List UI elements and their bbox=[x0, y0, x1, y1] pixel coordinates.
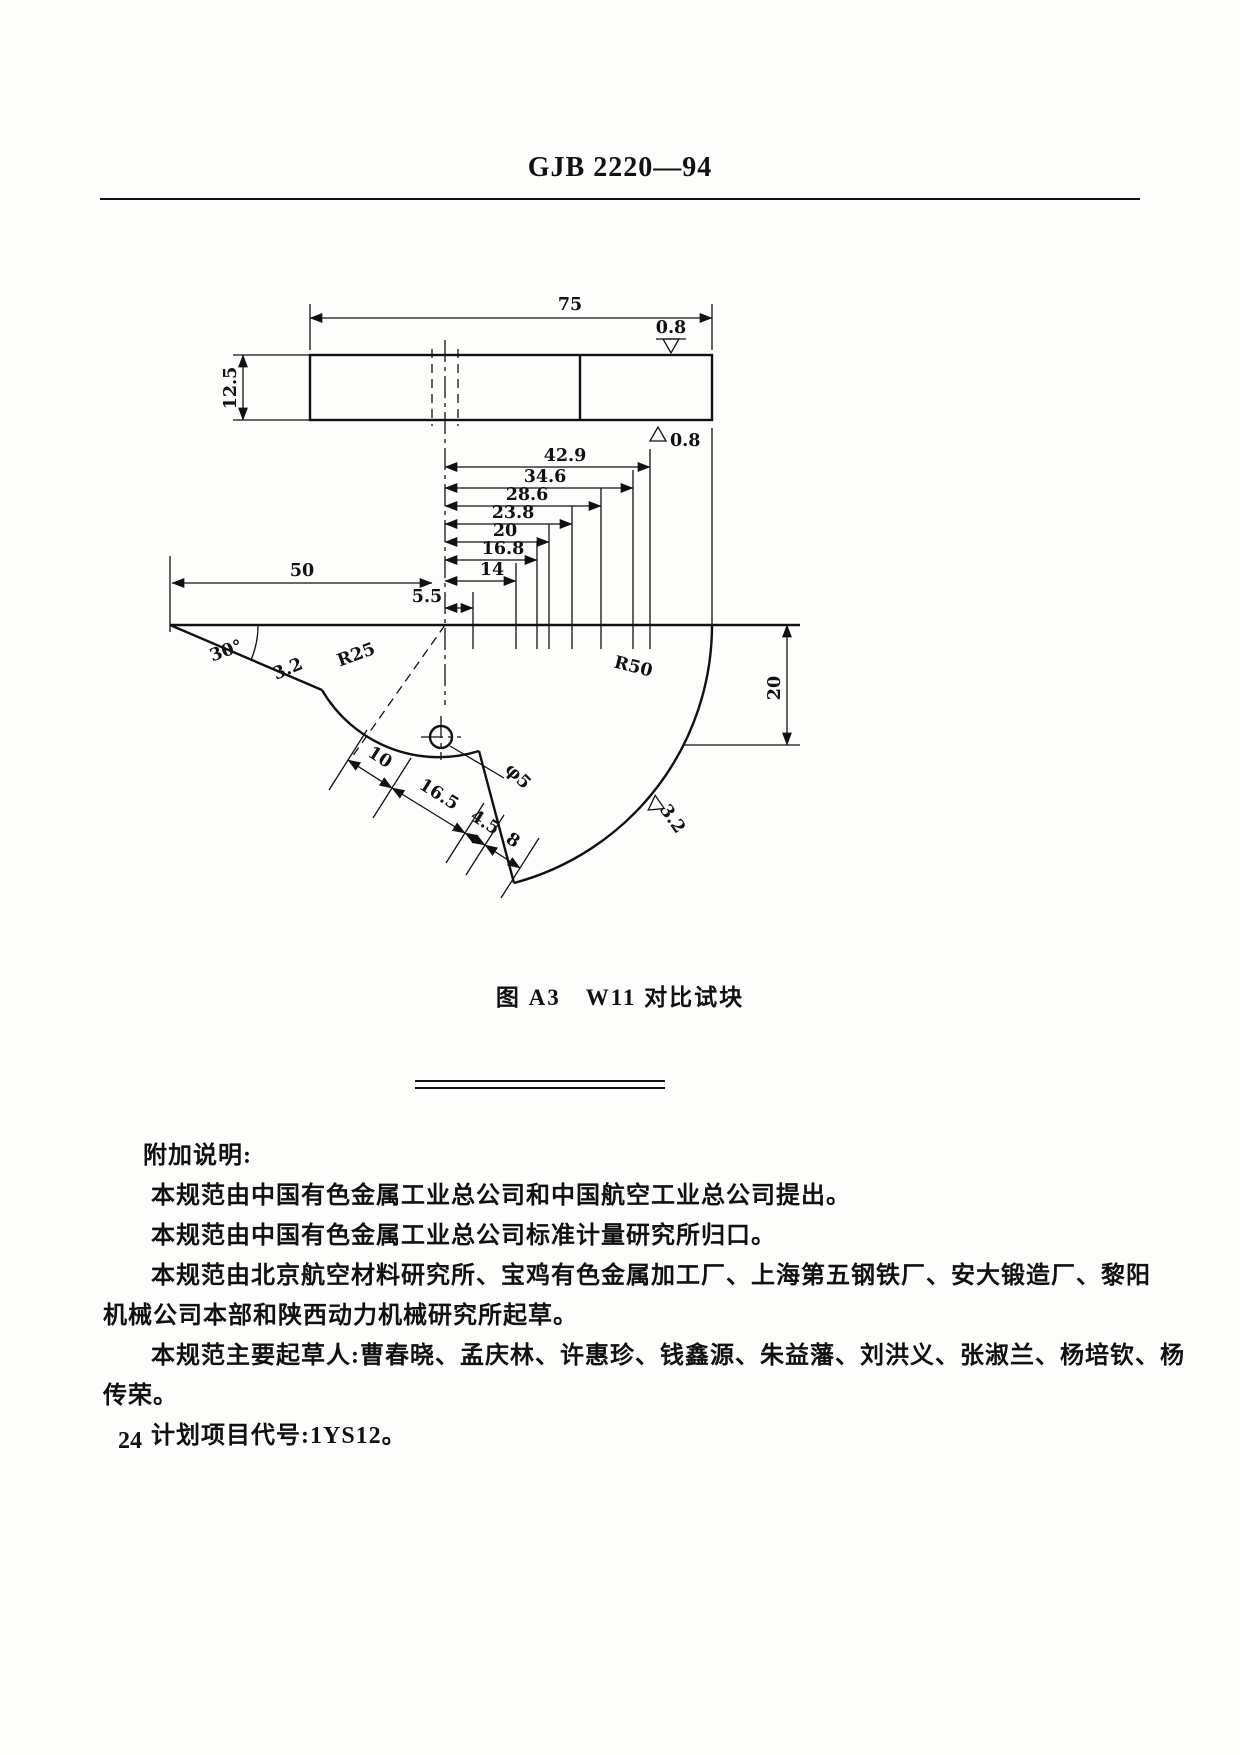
hole-leader-line bbox=[449, 745, 505, 779]
step-dim-label-20: 20 bbox=[493, 521, 517, 541]
additional-notes: 附加说明: 本规范由中国有色金属工业总公司和中国航空工业总公司提出。 本规范由中… bbox=[103, 1136, 1185, 1456]
dim-width-75 bbox=[309, 304, 713, 350]
radial-dashed-line bbox=[351, 624, 446, 758]
dim-thickness-12-5 bbox=[233, 354, 310, 421]
arc-roughness-label: 3.2 bbox=[655, 801, 689, 837]
dim-depth-label: 20 bbox=[765, 676, 785, 700]
top-view-outline bbox=[308, 349, 714, 426]
dim-left-50-label: 50 bbox=[290, 561, 314, 581]
notes-line: 本规范由北京航空材料研究所、宝鸡有色金属加工厂、上海第五钢铁厂、安大锻造厂、黎阳 bbox=[151, 1263, 1151, 1289]
step-dim-label-42-9: 42.9 bbox=[544, 446, 587, 466]
notes-line: 传荣。 bbox=[103, 1383, 178, 1409]
step-dim-label-23-8: 23.8 bbox=[492, 503, 535, 523]
bottom-dimension-lines bbox=[328, 729, 540, 899]
notes-line: 机械公司本部和陕西动力机械研究所起草。 bbox=[103, 1303, 578, 1329]
notes-line: 计划项目代号:1YS12。 bbox=[151, 1423, 407, 1449]
angle-label: 30° bbox=[207, 636, 245, 666]
standard-code: GJB 2220—94 bbox=[527, 152, 713, 183]
notes-line: 本规范主要起草人:曹春晓、孟庆林、许惠珍、钱鑫源、朱益藩、刘洪义、张淑兰、杨培钦… bbox=[151, 1343, 1185, 1369]
dim-width-label: 75 bbox=[558, 295, 582, 315]
technical-drawing: 75 12.5 0.8 0.8 bbox=[169, 295, 800, 899]
notes-heading: 附加说明: bbox=[143, 1143, 252, 1169]
dim-left-50 bbox=[169, 556, 433, 632]
step-dim-label-28-6: 28.6 bbox=[506, 485, 549, 505]
radius-large-label: R50 bbox=[612, 653, 655, 682]
dim-thickness-label: 12.5 bbox=[221, 367, 241, 410]
roughness-under-label: 0.8 bbox=[670, 431, 700, 451]
notes-line: 本规范由中国有色金属工业总公司和中国航空工业总公司提出。 bbox=[151, 1183, 851, 1209]
roughness-symbol-top bbox=[656, 338, 686, 355]
page-number: 24 bbox=[118, 1428, 142, 1454]
notes-line: 本规范由中国有色金属工业总公司标准计量研究所归口。 bbox=[151, 1223, 776, 1249]
roughness-symbol-under bbox=[648, 425, 668, 442]
figure-caption: 图 A3 W11 对比试块 bbox=[495, 985, 745, 1010]
radius-small-label: R25 bbox=[335, 639, 378, 671]
end-separator-rule bbox=[415, 1080, 665, 1089]
hole-dia-label: φ5 bbox=[501, 759, 535, 793]
bottom-dim-label-16-5: 16.5 bbox=[415, 775, 462, 815]
header-rule bbox=[100, 198, 1140, 200]
roughness-symbol-arc bbox=[647, 794, 666, 811]
step-dim-label-5-5: 5.5 bbox=[412, 587, 442, 607]
roughness-top-label: 0.8 bbox=[656, 318, 686, 338]
front-view-outline bbox=[169, 623, 800, 885]
step-dim-label-34-6: 34.6 bbox=[524, 467, 567, 487]
angle-arc bbox=[250, 624, 259, 661]
step-dim-label-14: 14 bbox=[480, 560, 504, 580]
bottom-dim-label-4-5: 4.5 bbox=[466, 806, 502, 839]
step-dim-label-16-8: 16.8 bbox=[482, 539, 525, 559]
